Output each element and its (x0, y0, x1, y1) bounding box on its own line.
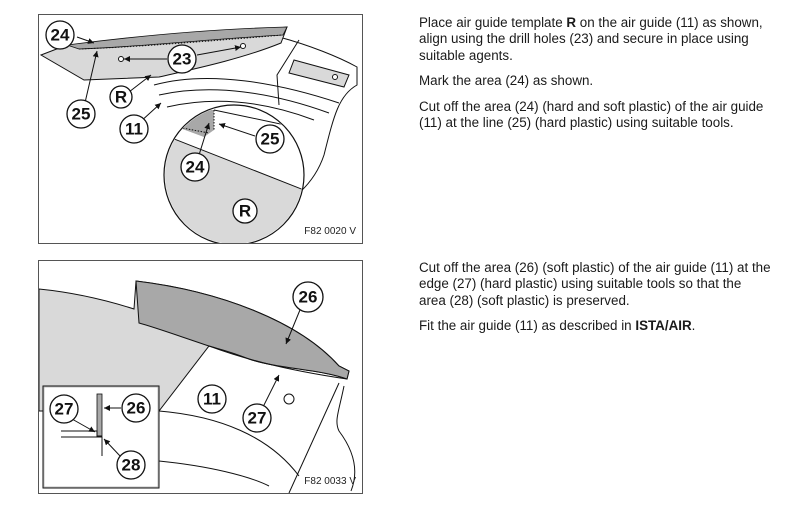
section-soft-plastic-26 (96, 393, 103, 437)
svg-text:26: 26 (127, 399, 146, 418)
svg-text:26: 26 (299, 288, 318, 307)
svg-text:27: 27 (55, 400, 74, 419)
callout-28-inset: 28 (116, 450, 146, 480)
cut-line-25-zoomed (176, 126, 210, 134)
instruction-paragraph: Place air guide template R on the air gu… (419, 15, 763, 63)
instruction-paragraph: Cut off the area (24) (hard and soft pla… (419, 98, 764, 131)
figure-id: F82 0020 V (304, 226, 356, 237)
callout-24-zoomed: 24 (180, 152, 210, 182)
drill-hole (332, 74, 338, 80)
air-guide-curve (158, 89, 330, 114)
callout-11: 11 (197, 384, 227, 414)
cut-line-25 (78, 34, 284, 50)
diagram-air-guide-edge: 26 11 27 27 26 28 (39, 278, 356, 493)
diagram-air-guide-template: 24 23 R 25 11 25 24 R (39, 20, 358, 243)
callout-25-zoomed: 25 (255, 124, 285, 154)
callout-25: 25 (66, 99, 96, 129)
svg-text:11: 11 (203, 390, 221, 409)
svg-text:25: 25 (261, 130, 280, 149)
callout-27-inset: 27 (49, 394, 79, 424)
instruction-paragraph: Cut off the area (26) (soft plastic) of … (419, 260, 771, 308)
magnifier-pointer (276, 39, 300, 106)
svg-text:27: 27 (248, 409, 267, 428)
callout-r: R (109, 85, 133, 109)
drill-hole (240, 43, 246, 49)
svg-text:11: 11 (125, 120, 143, 139)
svg-text:R: R (115, 88, 127, 107)
drill-hole (283, 393, 295, 405)
step-1-instructions: Place air guide template R on the air gu… (419, 15, 771, 140)
callout-26-inset: 26 (121, 393, 151, 423)
edge-27 (208, 345, 348, 380)
air-guide-side-panel (288, 59, 350, 88)
step-2-instructions: Cut off the area (26) (soft plastic) of … (419, 260, 771, 344)
svg-text:24: 24 (51, 26, 70, 45)
air-guide-curve (153, 78, 340, 104)
figure-id: F82 0033 V (304, 476, 356, 487)
drill-hole (118, 56, 124, 62)
callout-26: 26 (292, 281, 324, 313)
callout-23: 23 (167, 44, 197, 74)
instruction-paragraph: Mark the area (24) as shown. (419, 73, 594, 89)
air-guide-curve (166, 100, 315, 121)
callout-24: 24 (45, 20, 75, 50)
svg-text:R: R (239, 202, 251, 221)
illustration-template-placement: 24 23 R 25 11 25 24 R F82 0020 V (38, 14, 363, 244)
svg-text:25: 25 (72, 105, 91, 124)
instruction-paragraph: Fit the air guide (11) as described in I… (419, 318, 696, 334)
svg-text:23: 23 (173, 50, 192, 69)
svg-text:28: 28 (122, 456, 141, 475)
svg-text:24: 24 (186, 158, 205, 177)
callout-11: 11 (119, 114, 149, 144)
callout-27: 27 (242, 403, 272, 433)
cut-area-26 (135, 280, 350, 380)
illustration-cut-soft-plastic: 26 11 27 27 26 28 F82 0033 V (38, 260, 363, 494)
callout-r-zoomed: R (232, 198, 258, 224)
